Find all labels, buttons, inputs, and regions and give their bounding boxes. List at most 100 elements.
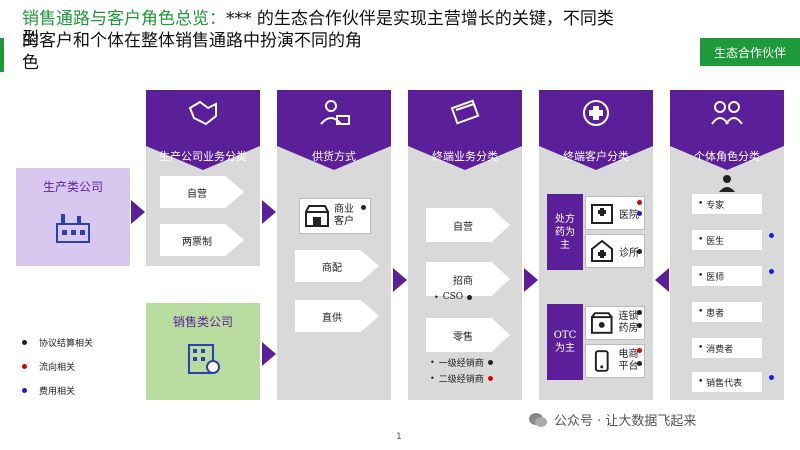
role-item: • 患者	[692, 302, 762, 322]
customer-label: 诊所	[619, 247, 639, 259]
title-line-2: 的客户和个体在整体销售通路中扮演不同的角	[22, 31, 362, 51]
supply-arrow: 商配	[295, 250, 379, 282]
role-label: 消费者	[706, 344, 734, 355]
sales-company-box: 销售类公司	[146, 303, 260, 400]
flow-dot	[487, 376, 493, 381]
customer-label: 连锁药房	[618, 311, 639, 334]
cost-dot	[769, 374, 774, 380]
legend-item: 费用相关	[22, 378, 93, 402]
distributor-label: 一级经销商	[438, 359, 484, 369]
doctor-icon	[719, 175, 735, 192]
factory-icon	[56, 214, 90, 243]
supply-arrow: 直供	[295, 300, 379, 332]
role-item: • 销售代表	[692, 372, 774, 392]
handshake-icon	[188, 100, 217, 126]
flow-arrow-left	[655, 268, 669, 292]
column-label: 个体角色分类	[694, 150, 760, 163]
customer-label: 医院	[619, 209, 639, 221]
legend-item: 协议结算相关	[22, 330, 93, 354]
flow-arrow-right	[262, 342, 276, 366]
distributor-item: •一级经销商	[430, 356, 493, 369]
legend: 协议结算相关 流向相关 费用相关	[22, 330, 93, 402]
column-supply-method: 供货方式 商业客户 商配 直供	[277, 90, 391, 400]
terminal-arrow: 自营	[426, 208, 510, 242]
column-label: 供货方式	[312, 150, 356, 163]
page-title: 销售通路与客户角色总览：*** 的生态合作伙伴是实现主营增长的关键，不同类 的客…	[22, 8, 722, 74]
settlement-dot	[361, 205, 366, 210]
cost-dot	[637, 211, 642, 216]
role-item: • 医生	[692, 230, 774, 250]
hospital-icon	[591, 204, 613, 224]
commercial-customer-label: 商业客户	[334, 204, 354, 227]
role-item: • 专家	[692, 194, 762, 214]
legend-label: 流向相关	[39, 362, 76, 373]
legend-label: 协议结算相关	[39, 338, 94, 349]
column-individual-roles: 个体角色分类 • 专家 • 医生 • 医师 • 患者 • 消费者 • 销售代表	[670, 90, 784, 400]
customer-label: 电商平台	[618, 349, 639, 372]
pharmacy-icon	[590, 312, 613, 334]
legend-dot-settlement	[22, 339, 27, 345]
flow-arrow-right	[262, 200, 276, 224]
building-icon	[188, 344, 220, 374]
role-label: 医生	[706, 236, 725, 247]
settlement-dot	[637, 249, 642, 254]
business-arrow: 两票制	[160, 224, 244, 256]
title-accent-bar	[0, 38, 4, 72]
flow-arrow-right	[393, 268, 407, 292]
flow-dot	[637, 200, 642, 205]
customer-item-ecommerce: 电商平台	[585, 344, 645, 378]
card-icon	[450, 99, 480, 125]
settlement-dot	[637, 323, 642, 328]
production-company-box: 生产类公司	[16, 168, 130, 266]
clinic-icon	[591, 239, 613, 262]
rx-label: 处方药为主	[547, 194, 583, 270]
legend-dot-flow	[22, 363, 27, 369]
legend-dot-cost	[22, 387, 27, 393]
page-number: 1	[396, 432, 402, 442]
legend-item: 流向相关	[22, 354, 93, 378]
watermark: 公众号 · 让大数据飞起来	[528, 410, 696, 429]
terminal-arrow: 招商	[426, 262, 510, 296]
column-label: 生产公司业务分类	[159, 150, 247, 163]
phone-icon	[594, 350, 609, 372]
person-laptop-icon	[320, 100, 350, 125]
role-item: • 医师	[692, 266, 774, 286]
role-label: 销售代表	[706, 378, 743, 389]
role-label: 医师	[706, 272, 725, 283]
column-terminal-business: 终端业务分类 自营 招商 •CSO 零售 •一级经销商 •二级经销商	[408, 90, 522, 400]
wechat-icon	[529, 412, 547, 427]
cost-dot	[769, 232, 774, 238]
customer-item-hospital: 医院	[585, 196, 645, 230]
role-item: • 消费者	[692, 338, 762, 358]
cost-dot	[769, 268, 774, 274]
watermark-text: 公众号 · 让大数据飞起来	[554, 414, 697, 429]
settlement-dot	[637, 310, 642, 315]
settlement-dot	[637, 361, 642, 366]
flow-arrow-right	[131, 200, 145, 224]
ecosystem-badge: 生态合作伙伴	[700, 38, 800, 66]
column-label: 终端业务分类	[432, 150, 498, 163]
people-icon	[711, 101, 743, 125]
customer-item-pharmacy: 连锁药房	[585, 306, 645, 340]
store-icon	[305, 205, 329, 227]
cso-item: •CSO	[434, 292, 473, 302]
distributor-item: •二级经销商	[430, 372, 493, 385]
customer-item-clinic: 诊所	[585, 234, 645, 268]
medical-cross-icon	[583, 100, 609, 126]
column-terminal-customers: 终端客户分类 处方药为主 医院 诊所 OTC为主 连锁药房 电商平台	[539, 90, 653, 400]
title-line-1: *** 的生态合作伙伴是实现主营增长的关键，不同类	[226, 9, 614, 29]
title-line-3: 色	[22, 53, 39, 73]
cso-label: CSO	[442, 292, 464, 302]
column-label: 终端客户分类	[563, 150, 629, 163]
distributor-label: 二级经销商	[438, 375, 484, 385]
settlement-dot	[467, 294, 473, 300]
role-label: 专家	[706, 200, 725, 211]
role-label: 患者	[706, 308, 725, 319]
title-highlight: 销售通路与客户角色总览：	[22, 9, 226, 29]
commercial-customer-box: 商业客户	[299, 198, 371, 234]
settlement-dot	[487, 360, 493, 365]
otc-label: OTC为主	[547, 304, 583, 380]
flow-dot	[637, 348, 642, 353]
sales-company-label: 销售类公司	[172, 315, 233, 329]
title-overlap-char: 型	[22, 29, 39, 49]
